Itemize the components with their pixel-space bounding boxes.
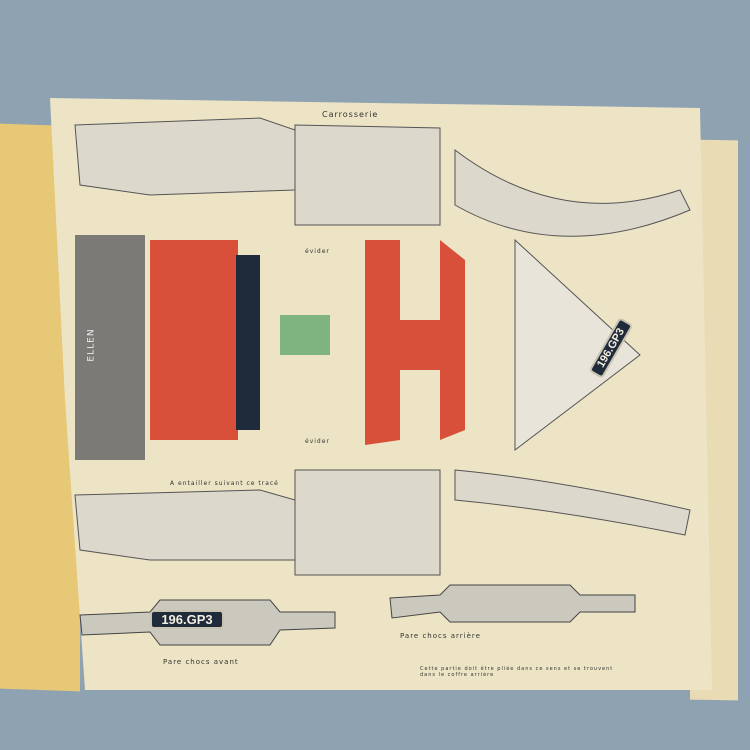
cut-note: A entailler suivant ce tracé — [170, 480, 279, 487]
dashboard-part — [280, 315, 330, 355]
rear-bumper-label: Pare chocs arrière — [400, 632, 481, 640]
evider-label-1: évider — [305, 248, 330, 255]
grille-part — [75, 235, 145, 460]
fold-note: Cette partie doit être pliée dans ce sen… — [420, 666, 614, 678]
red-parts — [150, 240, 465, 445]
page-title: Carrosserie — [322, 110, 379, 119]
front-plate: 196.GP3 — [150, 610, 224, 629]
navy-part — [236, 255, 260, 430]
evider-label-2: évider — [305, 438, 330, 445]
rear-bumper-drawing — [389, 584, 636, 623]
car-body-sides — [74, 117, 691, 576]
brand-text: ELLEN — [86, 328, 97, 362]
front-bumper-label: Pare chocs avant — [163, 658, 239, 666]
